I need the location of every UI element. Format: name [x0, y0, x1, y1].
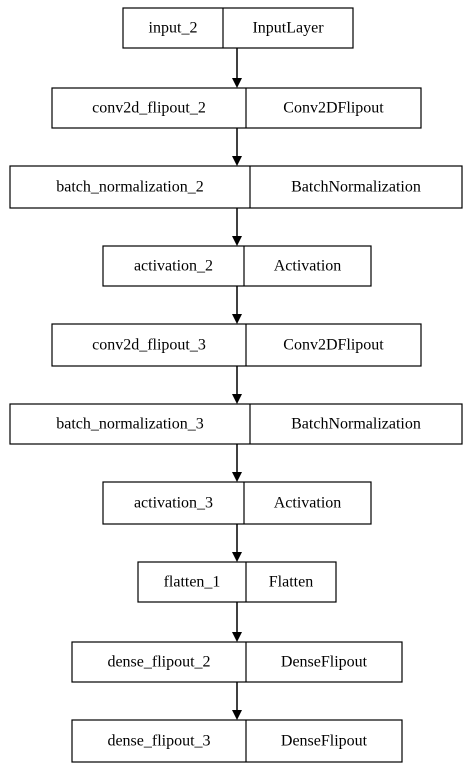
node-type-label: DenseFlipout: [281, 733, 368, 750]
node-box: [102, 245, 372, 287]
node-box: [51, 87, 422, 129]
arrowhead-icon: [232, 394, 242, 404]
node-dense-flipout-2: dense_flipout_2 DenseFlipout: [71, 641, 403, 683]
node-flatten-1: flatten_1 Flatten: [137, 561, 337, 603]
edge-arrow: [232, 128, 242, 166]
edge-arrow: [232, 602, 242, 642]
edge-arrow: [232, 48, 242, 88]
arrowhead-icon: [232, 156, 242, 166]
node-name-label: conv2d_flipout_3: [92, 337, 206, 354]
node-name-label: flatten_1: [164, 574, 221, 591]
edge-arrow: [232, 208, 242, 246]
arrowhead-icon: [232, 472, 242, 482]
arrowhead-icon: [232, 632, 242, 642]
node-name-label: activation_2: [134, 258, 213, 275]
node-name-label: input_2: [149, 20, 198, 37]
node-type-label: BatchNormalization: [291, 179, 421, 196]
node-batch-normalization-3: batch_normalization_3 BatchNormalization: [9, 403, 463, 445]
node-type-label: Activation: [274, 495, 342, 512]
node-box: [71, 641, 403, 683]
node-box: [9, 165, 463, 209]
edge-arrow: [232, 286, 242, 324]
node-box: [51, 323, 422, 367]
node-activation-2: activation_2 Activation: [102, 245, 372, 287]
node-batch-normalization-2: batch_normalization_2 BatchNormalization: [9, 165, 463, 209]
node-dense-flipout-3: dense_flipout_3 DenseFlipout: [71, 719, 403, 763]
node-conv2d-flipout-2: conv2d_flipout_2 Conv2DFlipout: [51, 87, 422, 129]
edge-arrow: [232, 682, 242, 720]
arrowhead-icon: [232, 314, 242, 324]
arrowhead-icon: [232, 552, 242, 562]
arrowhead-icon: [232, 78, 242, 88]
edge-arrow: [232, 524, 242, 562]
arrowhead-icon: [232, 710, 242, 720]
node-name-label: dense_flipout_3: [107, 733, 210, 750]
node-type-label: BatchNormalization: [291, 416, 421, 433]
node-type-label: DenseFlipout: [281, 654, 368, 671]
node-box: [122, 7, 354, 49]
node-type-label: InputLayer: [252, 20, 324, 37]
edge-arrow: [232, 444, 242, 482]
node-type-label: Conv2DFlipout: [283, 100, 384, 117]
node-type-label: Conv2DFlipout: [283, 337, 384, 354]
node-box: [71, 719, 403, 763]
node-box: [102, 481, 372, 525]
node-type-label: Activation: [274, 258, 342, 275]
node-name-label: activation_3: [134, 495, 213, 512]
edges-layer: [232, 48, 242, 720]
node-input-2: input_2 InputLayer: [122, 7, 354, 49]
node-name-label: dense_flipout_2: [107, 654, 210, 671]
node-activation-3: activation_3 Activation: [102, 481, 372, 525]
node-box: [137, 561, 337, 603]
edge-arrow: [232, 366, 242, 404]
node-name-label: conv2d_flipout_2: [92, 100, 206, 117]
node-name-label: batch_normalization_3: [56, 416, 204, 433]
node-conv2d-flipout-3: conv2d_flipout_3 Conv2DFlipout: [51, 323, 422, 367]
arrowhead-icon: [232, 236, 242, 246]
node-box: [9, 403, 463, 445]
node-type-label: Flatten: [269, 574, 313, 591]
node-name-label: batch_normalization_2: [56, 179, 204, 196]
